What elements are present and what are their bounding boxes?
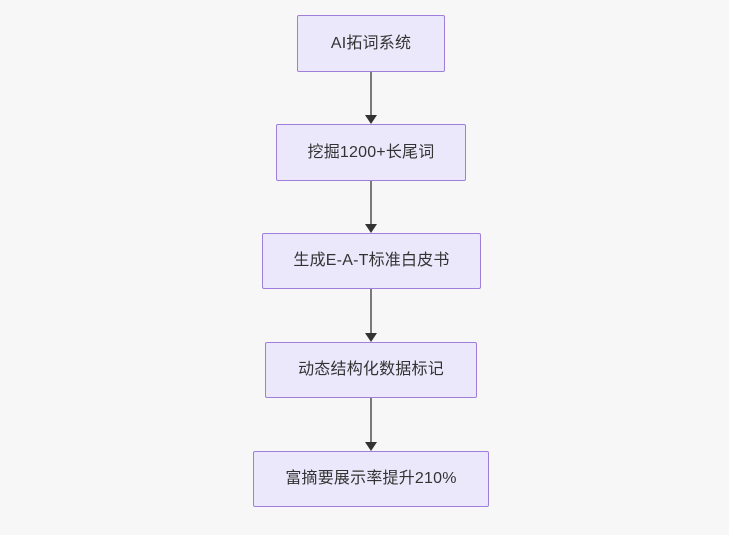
edge-line [370,289,372,334]
flowchart-node-4[interactable]: 动态结构化数据标记 [265,342,477,398]
arrowhead-icon [365,115,377,124]
flowchart-node-3-label: 生成E-A-T标准白皮书 [293,252,450,269]
arrowhead-icon [365,442,377,451]
flowchart-node-1-label: AI拓词系统 [330,34,412,52]
flowchart-edge-2-to-3 [364,181,378,233]
flowchart-node-5[interactable]: 富摘要展示率提升210% [253,451,489,507]
arrowhead-icon [365,333,377,342]
edge-line [370,181,372,225]
flowchart-node-5-label: 富摘要展示率提升210% [285,470,457,487]
flowchart-edge-4-to-5 [364,398,378,451]
flowchart-edge-3-to-4 [364,289,378,342]
flowchart-node-1[interactable]: AI拓词系统 [297,15,445,72]
flowchart-node-3[interactable]: 生成E-A-T标准白皮书 [262,233,481,289]
edge-line [370,72,372,116]
flowchart-node-4-label: 动态结构化数据标记 [298,361,444,378]
arrowhead-icon [365,224,377,233]
flowchart-node-2-label: 挖掘1200+长尾词 [307,143,435,161]
flowchart-node-2[interactable]: 挖掘1200+长尾词 [276,124,466,181]
edge-line [370,398,372,443]
flowchart-edge-1-to-2 [364,72,378,124]
